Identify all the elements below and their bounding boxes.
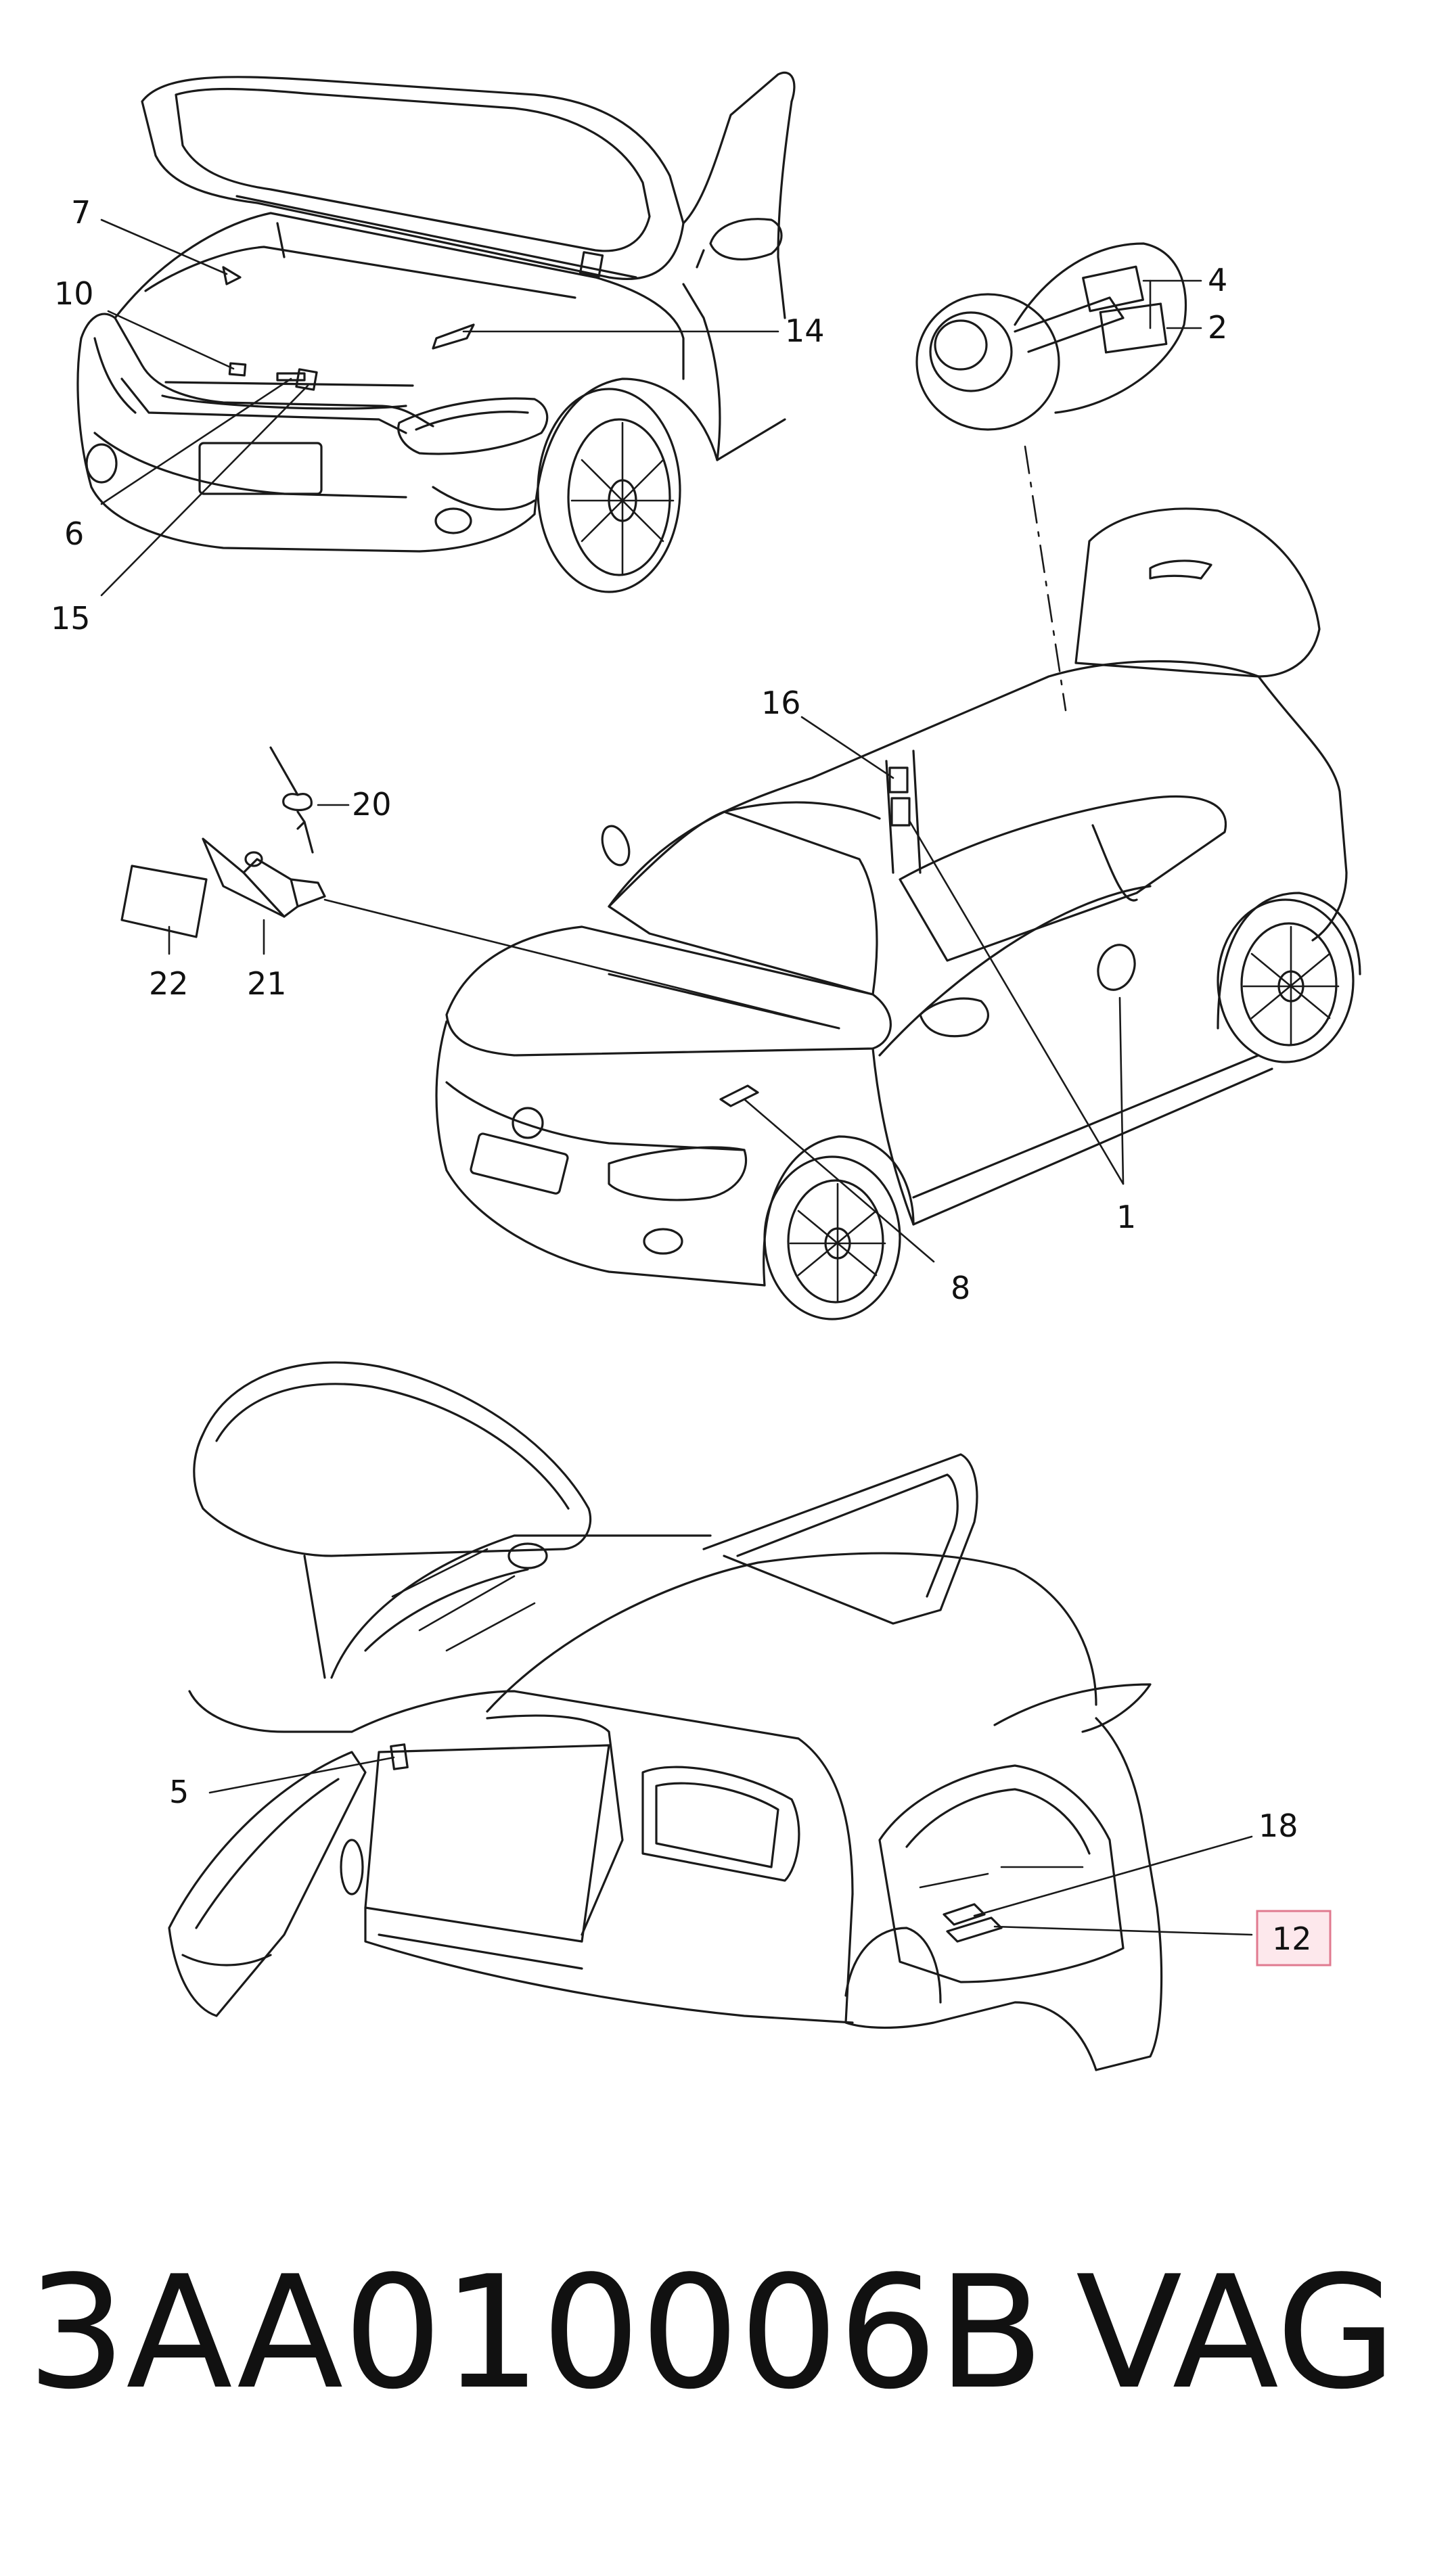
- callout-10: 10: [54, 275, 94, 312]
- callout-7: 7: [71, 194, 91, 231]
- callout-8: 8: [951, 1270, 970, 1306]
- callout-20: 20: [352, 786, 392, 823]
- caption: 3AA010006B VAG: [0, 2232, 1429, 2435]
- callout-2: 2: [1208, 309, 1227, 346]
- fuel-filler-flap-illustration: [915, 242, 1187, 712]
- callout-14: 14: [785, 313, 825, 349]
- callout-18: 18: [1258, 1808, 1298, 1844]
- rivet-bracket-illustration: [120, 746, 326, 938]
- car-open-doors-illustration: [168, 1361, 1163, 2071]
- front-car-open-hood-illustration: [76, 71, 796, 593]
- leader-lines: [100, 218, 1253, 1936]
- callout-12-highlight: [1256, 1910, 1332, 1967]
- callout-1: 1: [1116, 1199, 1136, 1235]
- callout-21: 21: [247, 965, 287, 1002]
- callout-4: 4: [1208, 262, 1227, 298]
- callout-15: 15: [51, 600, 91, 637]
- part-number: 3AA010006B: [27, 2243, 1045, 2424]
- callout-22: 22: [149, 965, 189, 1002]
- callout-16: 16: [761, 685, 801, 721]
- callout-12[interactable]: 12: [1272, 1920, 1312, 1957]
- brand-name: VAG: [1076, 2243, 1397, 2424]
- callout-5: 5: [169, 1774, 189, 1810]
- car-side-illustration: [435, 507, 1361, 1320]
- callout-labels: 7 10 14 6 15 4 2 16 20 22 21 1 8 5 18 12: [51, 194, 1332, 1967]
- callout-6: 6: [64, 515, 84, 552]
